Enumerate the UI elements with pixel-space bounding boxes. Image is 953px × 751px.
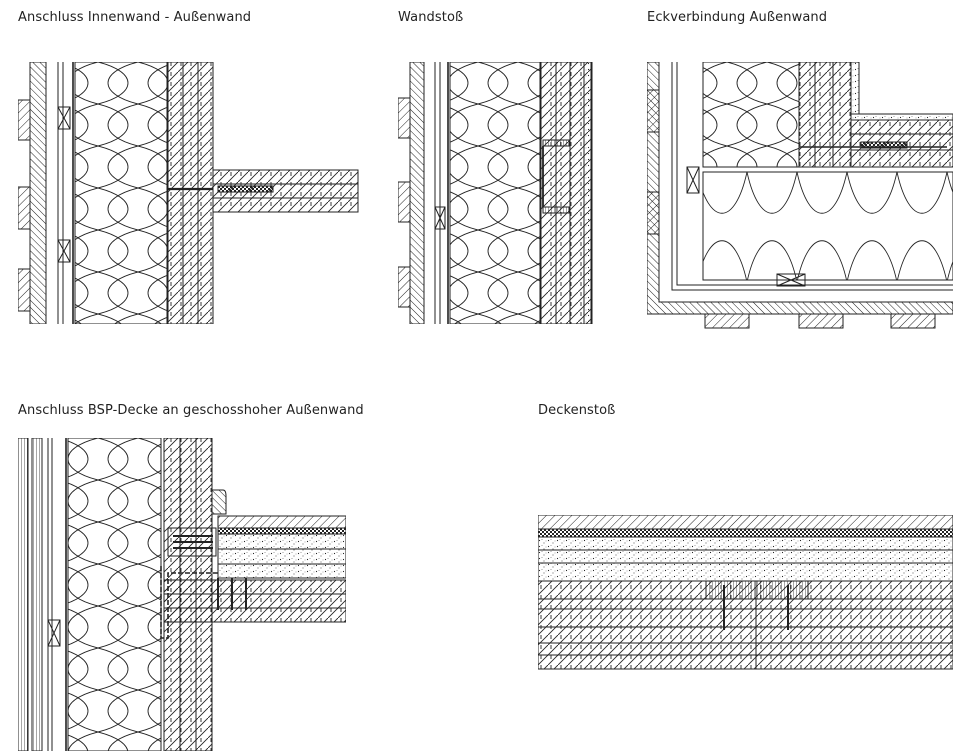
mineral-wool-insulation-vertical (703, 62, 799, 167)
counter-batten (58, 107, 70, 129)
caption-innenwand-aussenwand: Anschluss Innenwand - Außenwand (18, 10, 252, 25)
floor-finish (218, 516, 346, 528)
mineral-wool-insulation (450, 62, 540, 324)
sealing-tape (218, 186, 273, 192)
joint-spline (706, 581, 808, 599)
fill-layer (538, 563, 953, 581)
drawing-deckenstoss (538, 515, 953, 673)
facade-board (30, 62, 46, 324)
caption-eckverbindung: Eckverbindung Außenwand (647, 10, 828, 25)
exterior-cladding-battens (18, 100, 30, 311)
clt-floor-slab (164, 580, 346, 622)
clt-wall-panel-a (799, 62, 851, 167)
drawing-innenwand-aussenwand (18, 62, 360, 324)
clt-interior-wall (213, 170, 358, 212)
mineral-wool-insulation-horizontal (703, 172, 953, 280)
steel-connector (168, 528, 216, 556)
impact-sound-insulation (538, 529, 953, 537)
facade-board-corner (647, 62, 953, 314)
caption-deckenstoss: Deckenstoß (538, 403, 616, 418)
caption-wandstoss: Wandstoß (398, 10, 464, 25)
floor-finish (538, 515, 953, 529)
impact-sound-insulation (218, 528, 346, 534)
exterior-cladding (18, 438, 42, 751)
caption-bsp-decke: Anschluss BSP-Decke an geschosshoher Auß… (18, 403, 364, 418)
facade-board (410, 62, 424, 324)
clt-exterior-wall (168, 62, 213, 324)
floor-edge-strip (212, 490, 226, 514)
sealing-tape (861, 142, 907, 148)
drawing-wandstoss (398, 62, 596, 324)
fill-layer (218, 564, 346, 578)
mineral-wool-insulation (75, 62, 167, 324)
exterior-cladding-battens (398, 98, 410, 307)
joint-spline (543, 140, 569, 146)
drawing-bsp-decke (18, 438, 346, 751)
drawing-eckverbindung (647, 62, 953, 334)
mineral-wool-insulation (68, 438, 161, 751)
